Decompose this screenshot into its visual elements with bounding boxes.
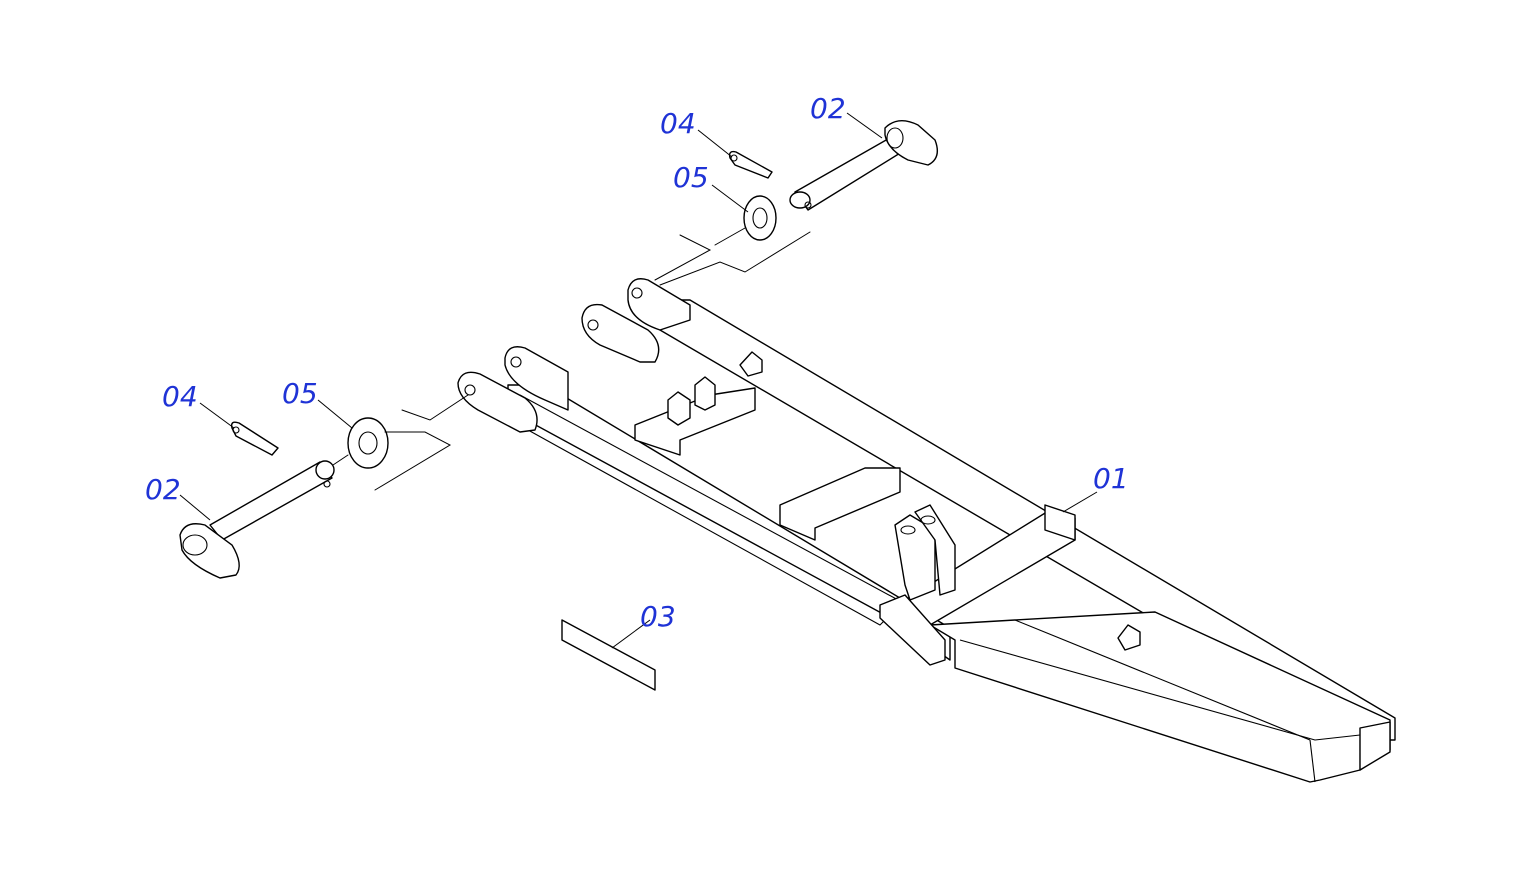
center-bracket-left [894, 514, 936, 601]
cotter-pin-04-lower [230, 421, 279, 456]
pin-02-upper [794, 134, 906, 211]
pin-02-lower-head [179, 523, 240, 579]
upper-pin-assembly [654, 120, 938, 286]
main-frame [457, 278, 1396, 783]
cross-member-1 [634, 387, 756, 456]
callout-01: 01 [1093, 462, 1129, 495]
front-beam-end [879, 594, 946, 666]
decal-03 [561, 619, 656, 691]
tongue-tip [1359, 721, 1391, 771]
callout-05-upper: 05 [673, 161, 709, 194]
washer-05-lower [347, 417, 389, 469]
callout-05-lower: 05 [282, 377, 318, 410]
callout-03: 03 [640, 600, 676, 633]
rear-lug-lower [581, 303, 660, 363]
cross-member-2 [779, 467, 901, 541]
center-bracket-right [914, 504, 956, 596]
rear-beam-tab [739, 351, 763, 377]
top-bracket-1 [667, 391, 691, 426]
callout-02-upper: 02 [810, 92, 846, 125]
tongue-tab [1117, 624, 1141, 651]
pin-02-lower [209, 461, 333, 541]
washer-05-upper [743, 195, 777, 241]
lower-pin-assembly [179, 394, 469, 579]
callout-labels: 01 02 04 05 04 05 02 03 [145, 92, 1129, 633]
callout-04-lower: 04 [162, 380, 198, 413]
callout-04-upper: 04 [660, 107, 696, 140]
frame-tongue [929, 611, 1391, 783]
rear-lug-upper [627, 278, 691, 331]
leader-lines [179, 112, 1098, 649]
top-bracket-2 [694, 376, 716, 411]
callout-02-lower: 02 [145, 473, 181, 506]
front-lug-lower [457, 371, 538, 433]
pin-02-upper-head [884, 120, 938, 166]
cross-tube [1044, 504, 1076, 541]
